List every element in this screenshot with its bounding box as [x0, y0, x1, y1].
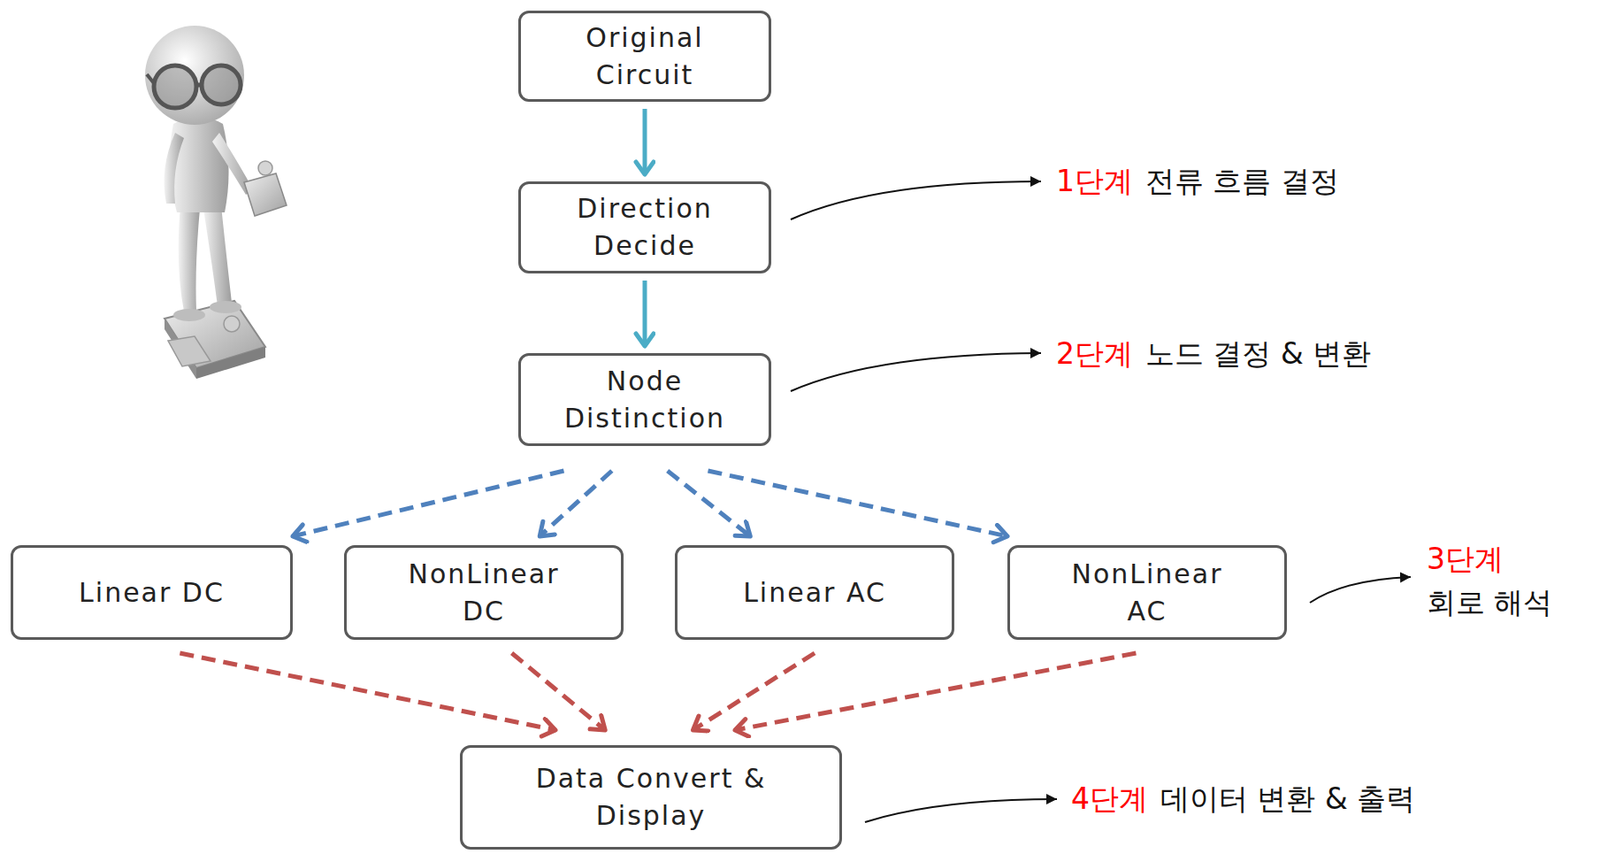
- box-label: Linear DC: [78, 574, 225, 612]
- flow-arrow: [643, 280, 648, 346]
- step-description: 데이터 변환 & 출력: [1160, 779, 1416, 819]
- process-box: Node Distinction: [518, 352, 772, 446]
- process-box: Linear DC: [10, 544, 293, 640]
- box-label: Original Circuit: [543, 19, 747, 94]
- dashed-arrow: [734, 652, 1136, 730]
- process-box: Direction Decide: [518, 181, 772, 274]
- process-box: Linear AC: [674, 544, 955, 640]
- box-label: NonLinear AC: [1049, 555, 1245, 630]
- step-number: 3단계: [1426, 539, 1504, 579]
- step-number: 4단계: [1071, 779, 1149, 819]
- step-description: 회로 해석: [1426, 582, 1554, 622]
- step-number: 2단계: [1056, 334, 1134, 374]
- step-number: 1단계: [1056, 161, 1134, 201]
- box-label: Linear AC: [742, 574, 887, 612]
- step-description: 전류 흐름 결정: [1145, 161, 1340, 201]
- dashed-arrow: [708, 470, 1009, 536]
- dashed-arrow: [512, 652, 606, 730]
- leader-arrows: [790, 181, 1411, 822]
- box-label: Node Distinction: [528, 362, 761, 437]
- box-label: Data Convert & Display: [531, 759, 771, 835]
- process-box: Original Circuit: [518, 10, 772, 102]
- dashed-arrow: [667, 470, 751, 536]
- process-box: NonLinear AC: [1007, 544, 1287, 640]
- dashed-arrow: [693, 652, 816, 730]
- step-description: 노드 결정 & 변환: [1145, 334, 1371, 374]
- process-box: NonLinear DC: [344, 544, 624, 640]
- dashed-arrow: [539, 470, 613, 536]
- thinking-person: [145, 25, 287, 379]
- dashed-arrow: [292, 470, 565, 536]
- flow-arrow: [643, 108, 648, 175]
- box-label: NonLinear DC: [386, 555, 582, 630]
- box-label: Direction Decide: [543, 190, 747, 265]
- dashed-arrow: [179, 652, 556, 730]
- process-box: Data Convert & Display: [459, 744, 843, 850]
